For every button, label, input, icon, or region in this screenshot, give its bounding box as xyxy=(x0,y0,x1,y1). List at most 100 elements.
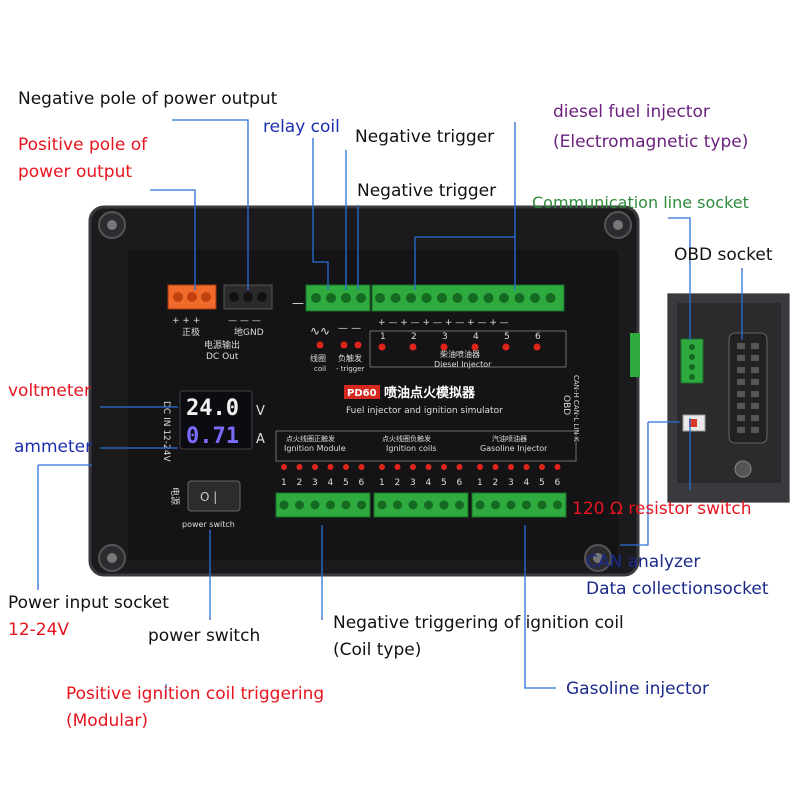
terminal-hole xyxy=(408,500,418,510)
diesel-channel-number: 2 xyxy=(411,332,417,342)
channel-led xyxy=(554,464,561,470)
gas-inj-label: Gasoline Injector xyxy=(480,444,548,453)
device-subtitle: Fuel injector and ignition simulator xyxy=(346,406,503,416)
terminal-hole xyxy=(514,293,525,303)
terminal-hole xyxy=(279,500,289,510)
gas-inj-cn: 汽油喷油器 xyxy=(492,434,527,443)
channel-number: 4 xyxy=(426,478,432,488)
channel-led xyxy=(441,464,447,470)
diesel-channel-led xyxy=(378,343,386,351)
channel-led xyxy=(523,464,530,470)
terminal-hole xyxy=(455,500,464,510)
label-obd-socket: OBD socket xyxy=(674,245,773,265)
terminal-hole xyxy=(326,500,335,510)
label-power-switch: power switch xyxy=(148,626,261,646)
channel-number: 2 xyxy=(297,478,303,488)
communication-line-socket[interactable] xyxy=(680,338,704,384)
svg-text:∿∿: ∿∿ xyxy=(310,324,330,338)
dc-out-gnd-label: 地GND xyxy=(234,326,264,338)
label-positive-pole-line1: Positive pole of xyxy=(18,135,148,155)
terminal-hole xyxy=(424,500,433,510)
device-title-cn: 喷油点火模拟器 xyxy=(384,385,476,401)
ign-module-label: Ignition Module xyxy=(284,444,346,453)
label-data-collection-socket: Data collectionsocket xyxy=(586,579,769,599)
obd-pin xyxy=(751,415,759,421)
svg-text:— —: — — xyxy=(338,323,361,334)
voltage-unit: V xyxy=(256,404,265,419)
ignition-coils-terminal[interactable] xyxy=(373,492,469,518)
channel-led xyxy=(492,464,499,470)
obd-pin xyxy=(737,415,745,421)
terminal-hole xyxy=(545,293,556,303)
obd-pin xyxy=(737,367,745,373)
obd-pin xyxy=(751,391,759,397)
channel-led xyxy=(410,464,416,470)
channel-number: 3 xyxy=(508,478,514,488)
label-negative-pole-power-output: Negative pole of power output xyxy=(18,89,278,109)
obd-label: OBD xyxy=(561,395,571,415)
label-power-input-socket: Power input socket xyxy=(8,593,169,613)
diesel-channel-number: 6 xyxy=(535,332,541,342)
terminal-hole xyxy=(491,500,500,510)
terminal-hole xyxy=(483,293,494,303)
gasoline-injector-terminal[interactable] xyxy=(471,492,567,518)
diesel-channel-led xyxy=(440,343,448,351)
diesel-channel-number: 4 xyxy=(473,332,479,342)
terminal-hole xyxy=(437,293,447,303)
current-unit: A xyxy=(256,432,265,447)
label-diesel-injector-line2: (Electromagnetic type) xyxy=(553,132,749,152)
obd-pin xyxy=(751,379,759,385)
dc-out-cn-label: 电源输出 xyxy=(204,339,240,351)
terminal-hole xyxy=(468,293,478,303)
diesel-channel-led xyxy=(471,343,479,351)
channel-number: 1 xyxy=(281,478,287,488)
channel-led xyxy=(425,464,432,470)
terminal-hole xyxy=(393,500,402,510)
terminal-hole xyxy=(452,293,463,303)
terminal-hole xyxy=(406,293,416,303)
screw-icon xyxy=(98,544,126,572)
diesel-channel-led xyxy=(502,343,510,351)
diesel-label: Diesel Injector xyxy=(434,360,492,369)
obd-pin xyxy=(737,343,745,349)
channel-led xyxy=(327,464,334,470)
channel-led xyxy=(358,464,365,470)
terminal-hole xyxy=(522,500,531,510)
channel-led xyxy=(379,464,385,470)
channel-led xyxy=(312,464,318,470)
channel-led xyxy=(477,464,483,470)
obd-pin xyxy=(737,403,745,409)
channel-led xyxy=(394,464,401,470)
label-relay-coil: relay coil xyxy=(263,117,340,137)
diesel-channel-number: 5 xyxy=(504,332,510,342)
label-negative-trigger-1: Negative trigger xyxy=(355,127,495,147)
voltmeter-display: 24.0 xyxy=(186,396,239,421)
obd-pin xyxy=(751,367,759,373)
can-labels: CAN-H CAN-L LIN K xyxy=(572,375,580,442)
label-negative-ignition-coil-line2: (Coil type) xyxy=(333,640,422,660)
diesel-cn-label: 柴油喷油器 xyxy=(440,349,480,359)
obd-pin xyxy=(751,427,759,433)
terminal-hole xyxy=(506,500,516,510)
ignition-module-terminal[interactable] xyxy=(275,492,371,518)
coil-cn-label: 线圈 xyxy=(310,353,326,363)
ign-module-cn: 点火线圈正触发 xyxy=(286,434,335,443)
model-badge: PD60 xyxy=(347,388,377,399)
terminal-hole xyxy=(530,293,540,303)
trigger-label: - trigger xyxy=(336,365,365,373)
label-resistor-switch: 120 Ω resistor switch xyxy=(572,499,752,519)
terminal-hole xyxy=(310,500,320,510)
ign-coils-label: Ignition coils xyxy=(386,444,437,453)
label-positive-ignition-coil-line1: Positive ignition coil triggering xyxy=(66,684,325,704)
channel-led xyxy=(508,464,514,470)
channel-number: 6 xyxy=(457,478,463,488)
terminal-hole xyxy=(390,293,401,303)
power-switch[interactable] xyxy=(187,480,241,512)
channel-led xyxy=(456,464,463,470)
channel-number: 4 xyxy=(524,478,530,488)
terminal-hole xyxy=(537,500,547,510)
svg-text:+ + +: + + + xyxy=(172,316,200,326)
label-positive-pole-line2: power output xyxy=(18,162,133,182)
diesel-channel-number: 1 xyxy=(380,332,386,342)
